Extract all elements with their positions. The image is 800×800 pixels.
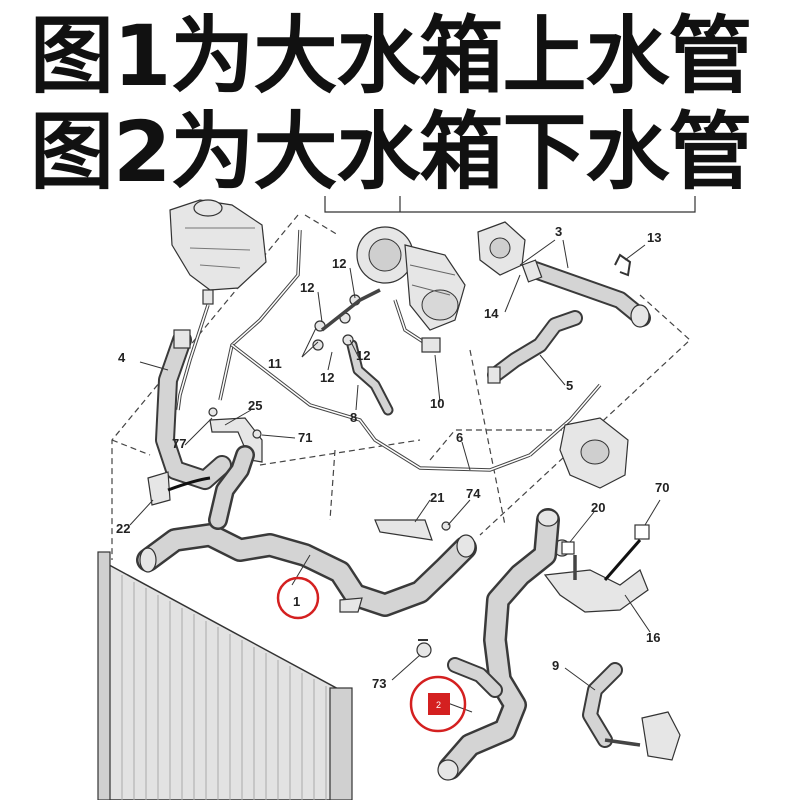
- callout-5: 5: [566, 378, 573, 393]
- callout-9: 9: [552, 658, 559, 673]
- callout-10: 10: [430, 396, 444, 411]
- callout-12d: 12: [320, 370, 334, 385]
- leader-lines: [129, 239, 661, 713]
- callout-4: 4: [118, 350, 126, 365]
- callout-1: 1: [293, 594, 300, 609]
- callout-14: 14: [484, 306, 499, 321]
- banjo-fittings: [312, 288, 381, 351]
- callout-12a: 12: [332, 256, 346, 271]
- bracket-21: [374, 519, 451, 541]
- assembly-dashed-lines: [111, 214, 691, 560]
- callout-25: 25: [248, 398, 262, 413]
- clip-73: [416, 639, 432, 658]
- callout-3: 3: [555, 224, 562, 239]
- callout-16: 16: [646, 630, 660, 645]
- hose-9: [582, 662, 681, 761]
- callout-12b: 12: [300, 280, 314, 295]
- callout-74: 74: [466, 486, 481, 501]
- callout-77: 77: [172, 436, 186, 451]
- callout-22: 22: [116, 521, 130, 536]
- expansion-tank: [169, 199, 267, 305]
- callout-12c: 12: [356, 348, 370, 363]
- callout-13: 13: [647, 230, 661, 245]
- clip-22: [147, 471, 211, 506]
- callout-21: 21: [430, 490, 444, 505]
- thermostat-housing: [559, 417, 629, 489]
- hose-10: [393, 299, 441, 353]
- callout-11: 11: [268, 356, 282, 371]
- bracket-16: [543, 539, 649, 613]
- headline-line-2: 图2为大水箱下水管: [30, 103, 752, 201]
- headline-line-1: 图1为大水箱上水管: [30, 7, 752, 105]
- upper-radiator-hose: [136, 445, 477, 617]
- callout-2: 2: [436, 700, 441, 710]
- callout-6: 6: [456, 430, 463, 445]
- hose-8: [346, 339, 394, 416]
- hose-5: [487, 310, 583, 384]
- turbocharger: [356, 226, 466, 331]
- highlight-circle-1: 1: [276, 576, 320, 620]
- highlight-circle-2: 2: [409, 675, 467, 733]
- callout-70: 70: [655, 480, 669, 495]
- radiator: [97, 551, 353, 800]
- callout-8: 8: [350, 410, 357, 425]
- callout-71: 71: [298, 430, 312, 445]
- water-pump: [477, 221, 526, 276]
- callout-73: 73: [372, 676, 386, 691]
- frame-fragment: [324, 196, 696, 213]
- callout-labels: 3 13 14 12 12 12 12 11 4 5 8 10 25 77 71…: [116, 224, 669, 691]
- callout-20: 20: [591, 500, 605, 515]
- coolant-thin-tube: [176, 229, 602, 472]
- thermostat-pipe: [521, 259, 651, 328]
- lower-radiator-hose: [437, 508, 560, 781]
